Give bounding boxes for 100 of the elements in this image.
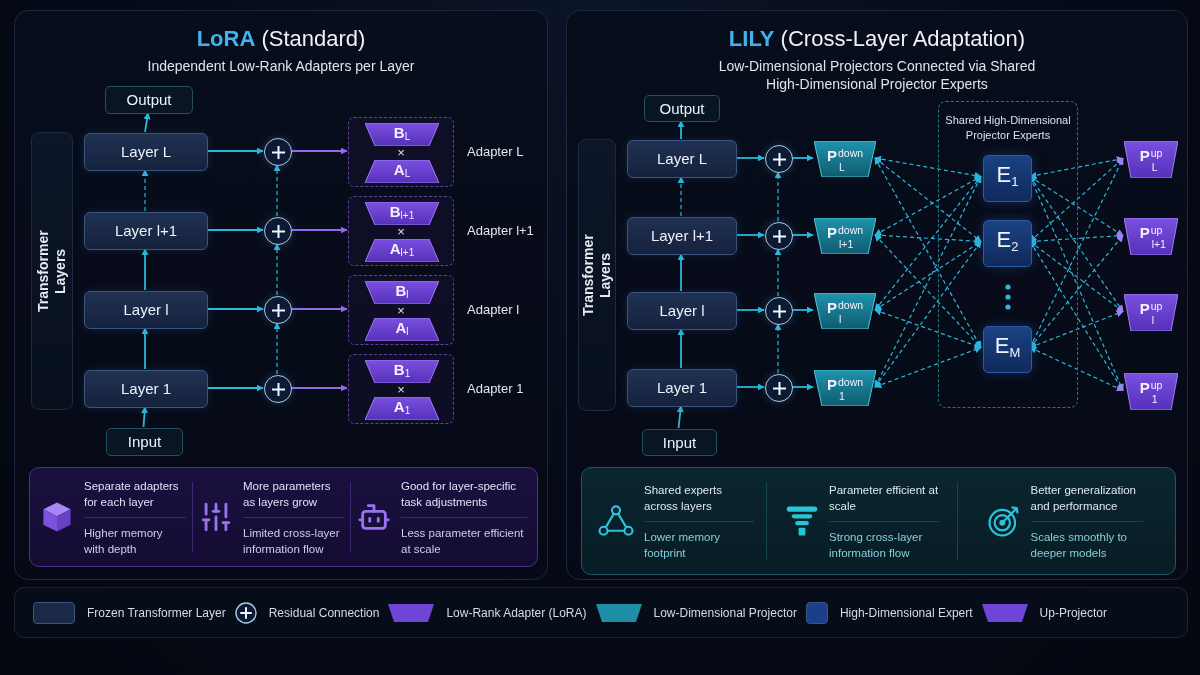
bidirectional-arrow [1029, 157, 1124, 243]
down-projector [814, 141, 876, 177]
arrow [273, 322, 281, 375]
layer-label: Layer l [659, 302, 705, 320]
arrow [677, 253, 685, 292]
legend-label: Residual Connection [268, 605, 380, 620]
up-projector [1124, 141, 1178, 178]
matrix-label: A$_{L}$ [393, 161, 411, 181]
expert-box [983, 326, 1032, 373]
residual-add-circle [264, 217, 292, 245]
feature-card [581, 467, 1176, 575]
adapter-caption: Adapter l+1 [467, 223, 534, 239]
arrow [290, 305, 348, 313]
feature-text: Lower memory footprint [644, 529, 722, 561]
band-label: Transformer Layers [35, 229, 69, 314]
bidirectional-arrow [874, 157, 982, 243]
arrow [290, 147, 348, 155]
layer-stack-band [31, 132, 73, 410]
comparison-panel [14, 10, 548, 580]
bidirectional-arrow [1029, 232, 1124, 245]
bidirectional-arrow [874, 175, 982, 236]
arrow [206, 226, 264, 234]
bidirectional-arrow [874, 308, 982, 349]
matrix-label: B$_{1}$ [393, 361, 411, 381]
arrow [141, 327, 149, 370]
layer-stack-band [578, 139, 616, 411]
layer-label: Layer 1 [656, 379, 707, 397]
io-label: Output [659, 99, 705, 118]
bidirectional-arrow [1029, 310, 1124, 349]
group-heading: Shared High-Dimensional Projector Experts [944, 113, 1072, 143]
arrow [206, 384, 264, 392]
multiply-sign: × [397, 224, 405, 238]
residual-add-circle [765, 145, 793, 173]
feature-text: Shared experts across layers [644, 482, 723, 514]
matrix-label: B$_{L}$ [393, 124, 411, 144]
feature-card [29, 467, 538, 567]
arrow [290, 384, 348, 392]
arrow [735, 383, 765, 391]
arrow [273, 243, 281, 296]
layer-box [84, 133, 208, 171]
arrow [677, 120, 685, 140]
bidirectional-arrow [874, 240, 982, 388]
bidirectional-arrow [1029, 346, 1124, 392]
arrow [774, 248, 782, 297]
layer-label: Layer 1 [120, 380, 171, 398]
feature-text: Parameter efficient at scale [829, 482, 939, 514]
layer-box [84, 370, 208, 408]
bidirectional-arrow [874, 155, 982, 179]
panel-subtitle: Independent Low-Rank Adapters per Layer [147, 57, 415, 75]
arrow [206, 305, 264, 313]
matrix-label: A$_{l+1}$ [389, 240, 415, 260]
residual-add-circle [264, 296, 292, 324]
adapter-caption: Adapter l [467, 302, 520, 318]
bidirectional-arrow [874, 175, 982, 311]
matrix-label: A$_{1}$ [393, 398, 411, 418]
arrow [774, 323, 782, 374]
expert-group [938, 101, 1078, 408]
layer-label: Layer L [656, 150, 707, 168]
down-projector [814, 370, 876, 406]
feature-text: Strong cross-layer information flow [829, 529, 924, 561]
residual-add-circle [765, 374, 793, 402]
residual-add-circle [765, 222, 793, 250]
io-box [644, 95, 720, 122]
legend-label: Frozen Transformer Layer [87, 605, 226, 620]
arrow [143, 112, 151, 133]
layer-label: Layer l [123, 301, 169, 319]
low-rank-matrix [365, 318, 439, 341]
feature-text: Scales smoothly to deeper models [1030, 529, 1128, 561]
arrow [206, 147, 264, 155]
layer-label: Layer L [120, 143, 171, 161]
adapter-caption: Adapter 1 [467, 381, 524, 397]
layer-box [84, 291, 208, 329]
down-projector [814, 218, 876, 254]
arrow [791, 154, 814, 162]
arrow [273, 164, 281, 217]
feature-text: Better generalization and performance [1030, 482, 1137, 514]
feature-text: Good for layer-specific task adjustments [401, 478, 518, 510]
up-projector [1124, 218, 1178, 255]
feature-text: More parameters as layers grow [243, 478, 332, 510]
layer-box [627, 292, 737, 330]
arrow [735, 306, 765, 314]
low-rank-matrix [365, 281, 439, 304]
feature-text: Limited cross-layer information flow [243, 525, 341, 557]
comparison-panel [566, 10, 1188, 580]
bidirectional-arrow [874, 240, 982, 311]
legend-label: Low-Dimensional Projector [653, 605, 797, 620]
legend-label: High-Dimensional Expert [839, 605, 973, 620]
layer-label: Layer l+1 [114, 222, 178, 240]
up-projector [1124, 294, 1178, 331]
arrow [735, 154, 765, 162]
multiply-sign: × [397, 382, 405, 396]
panel-subtitle: Low-Dimensional Projectors Connected via Shared High-Dimensional Projector Experts [717, 57, 1037, 93]
band-label: Transformer Layers [580, 233, 614, 318]
adapter-group [348, 196, 454, 266]
expert-label: E$_{2}$ [996, 228, 1019, 256]
feature-text: Separate adapters for each layer [84, 478, 180, 510]
matrix-label: A$_{l}$ [395, 319, 409, 339]
up-projector [1124, 373, 1178, 410]
legend-label: Low-Rank Adapter (LoRA) [446, 605, 587, 620]
low-rank-matrix [365, 397, 439, 420]
